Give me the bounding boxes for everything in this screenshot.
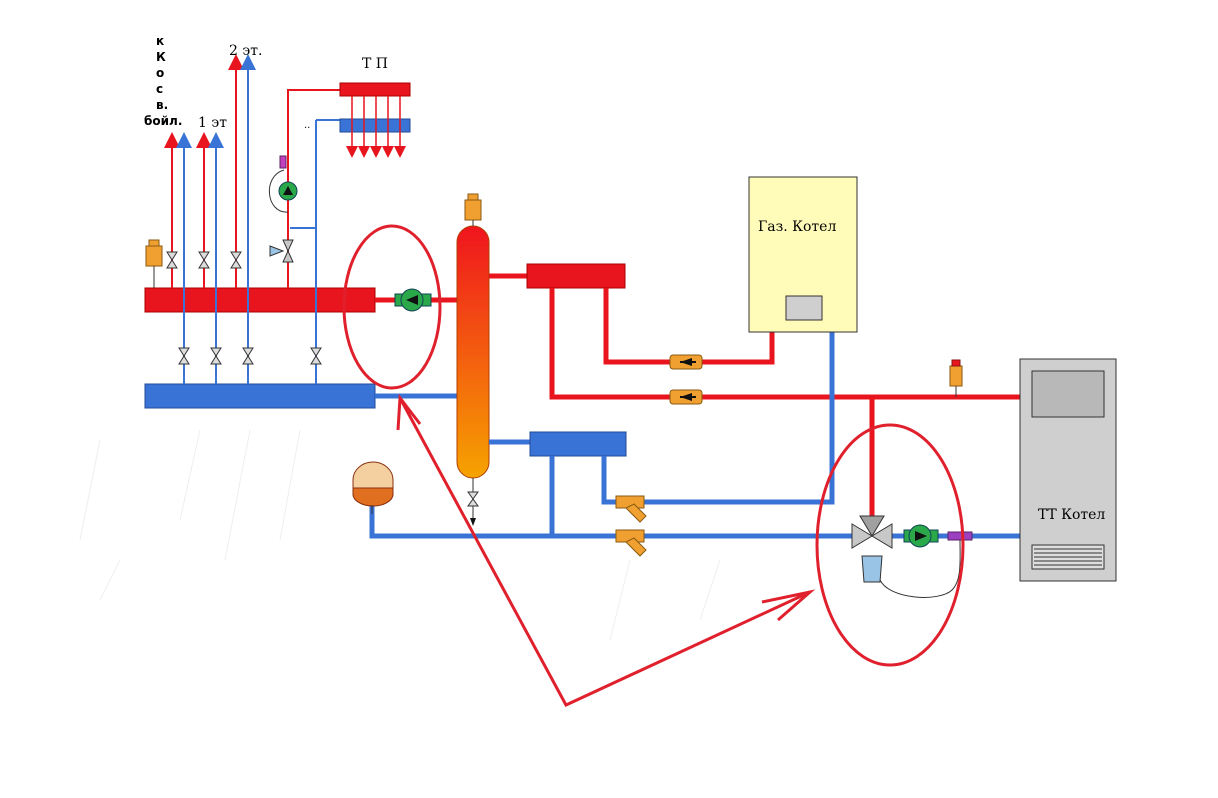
background-hatching [79,429,721,641]
air-vent-icon [145,239,163,288]
boiler-supply-header [526,263,626,289]
air-vent-icon [464,193,482,226]
boiler-return-header [529,431,627,457]
gas-boiler-display [785,295,823,321]
check-valve-icon [669,354,703,370]
tp-return-manifold [339,118,411,133]
ball-valve-icon[interactable] [166,251,322,365]
annotation-arrowhead-left [396,393,422,431]
svg-text:к: к [156,34,164,48]
svg-text:бойл.: бойл. [144,114,182,128]
hydraulic-separator [456,225,490,479]
underfloor-branch [287,82,411,288]
y-strainer-icon [615,529,647,557]
return-manifold [144,383,376,409]
three-way-valve-small[interactable] [269,239,294,263]
floor1-label: 1 эт [198,115,227,131]
y-strainer-icon [615,495,647,523]
svg-text:с: с [156,82,163,96]
thermostatic-head-icon [279,155,287,169]
floor2-label: 2 эт. [229,43,262,59]
return-risers [176,54,340,384]
dots-label: .. [304,120,310,131]
gas-boiler-label: Газ. Котел [758,219,836,235]
annotation-arrow-line [398,397,811,707]
annotation-marks [342,224,965,707]
circulation-pump-icon[interactable] [394,288,432,312]
tt-boiler-label: ТТ Котел [1038,507,1105,523]
supply-manifold [144,287,376,313]
tt-boiler-grille [1031,544,1105,570]
svg-text:К: К [156,50,166,64]
svg-text:в.: в. [156,98,168,112]
thermo-sensor-icon [947,531,973,541]
tt-boiler-door [1031,370,1105,418]
tp-label: Т П [362,56,388,72]
drain-valve-icon[interactable] [467,478,479,526]
annotation-circle-right [815,423,965,667]
circulation-pump-icon[interactable] [278,181,298,201]
air-vent-icon [949,359,963,397]
annotation-circle-left [342,224,442,390]
tp-supply-manifold [339,82,411,97]
annotation-arrowhead-right [761,589,816,622]
three-way-mixing-valve-icon[interactable] [851,515,893,583]
kosv-boiler-label: к К о с в. бойл. [144,34,182,128]
svg-text:о: о [156,66,164,80]
circulation-pump-icon[interactable] [903,524,939,548]
expansion-tank-icon [352,461,394,514]
check-valve-icon [669,389,703,405]
